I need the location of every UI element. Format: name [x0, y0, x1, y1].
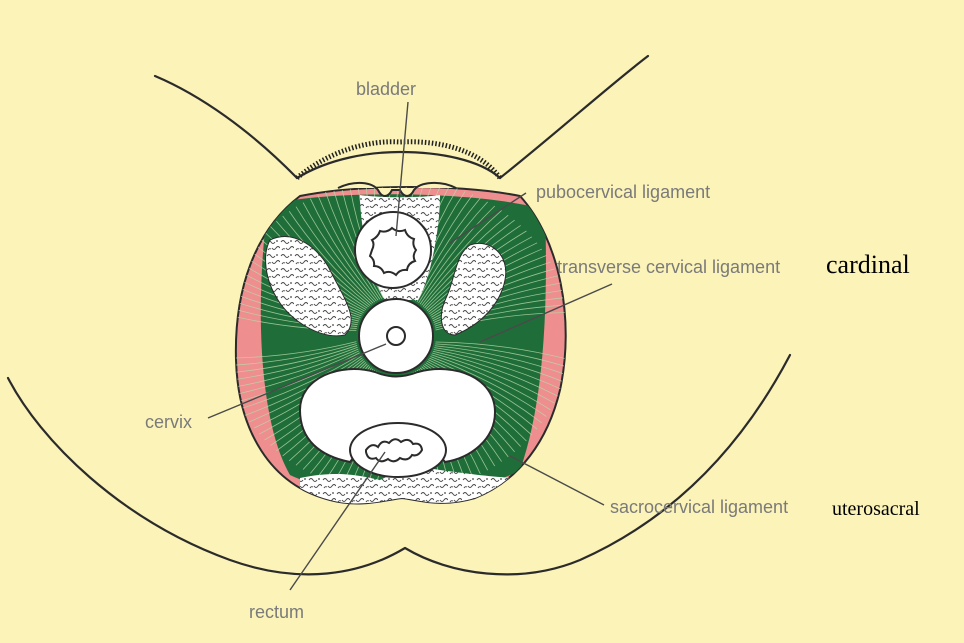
sacrocervical-label: sacrocervical ligament — [610, 497, 788, 517]
pubic-arch — [297, 152, 500, 178]
transverse-cervical-label: transverse cervical ligament — [557, 257, 780, 277]
rectum — [350, 423, 446, 477]
pubocervical-label: pubocervical ligament — [536, 182, 710, 202]
rectum-label: rectum — [249, 602, 304, 622]
bladder — [355, 212, 431, 288]
cervix — [359, 299, 433, 373]
pubic-hair — [297, 142, 500, 178]
abdominal-wall-outline — [155, 76, 297, 178]
bladder-label: bladder — [356, 79, 416, 99]
cardinal-annotation: cardinal — [826, 250, 910, 279]
cervix-label: cervix — [145, 412, 192, 432]
sacrocervical-leader — [510, 456, 604, 505]
abdominal-wall-outline-right — [500, 56, 648, 178]
uterosacral-annotation: uterosacral — [832, 498, 920, 520]
